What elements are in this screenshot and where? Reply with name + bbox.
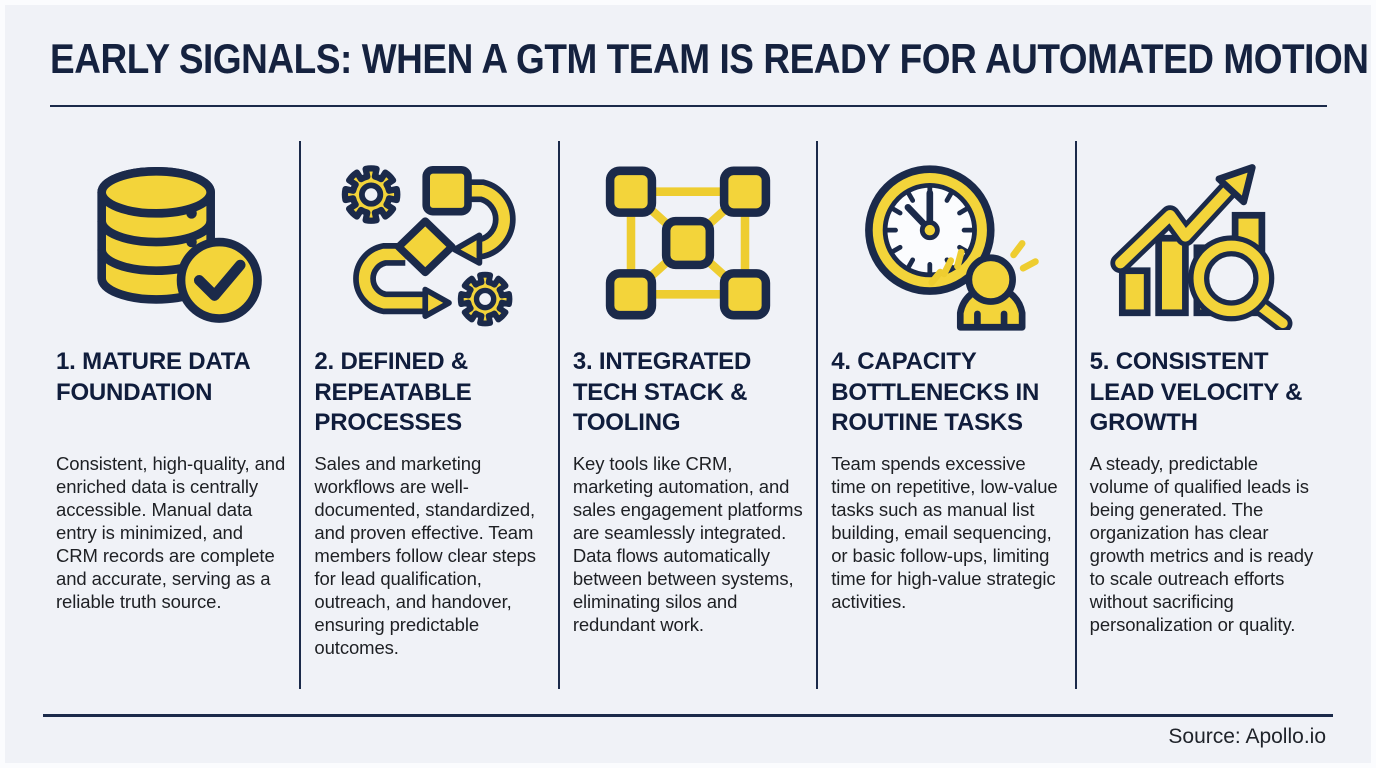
column-divider [1074, 141, 1077, 689]
column-icon-box [573, 149, 803, 337]
column-body: A steady, predictable volume of qualifie… [1089, 453, 1314, 635]
source-text: Source: Apollo.io [1168, 725, 1326, 748]
header: EARLY SIGNALS: WHEN A GTM TEAM IS READY … [5, 5, 1371, 83]
growth-magnifier-icon [1110, 164, 1293, 330]
column-capacity: 4. CAPACITY BOTTLENECKS IN ROUTINE TASKS… [818, 141, 1074, 689]
column-lead-velocity: 5. CONSISTENT LEAD VELOCITY & GROWTH A s… [1077, 141, 1333, 689]
column-body: Consistent, high-quality, and enriched d… [56, 453, 286, 612]
column-divider [299, 141, 302, 689]
column-heading: 1. MATURE DATA FOUNDATION [56, 348, 250, 406]
column-icon-box [831, 149, 1061, 337]
column-heading: 4. CAPACITY BOTTLENECKS IN ROUTINE TASKS [831, 348, 1040, 437]
page-title: EARLY SIGNALS: WHEN A GTM TEAM IS READY … [50, 35, 1369, 82]
column-processes: 2. DEFINED & REPEATABLE PROCESSES Sales … [301, 141, 557, 689]
column-divider [557, 141, 560, 689]
column-body: Key tools like CRM, marketing automation… [572, 453, 803, 635]
process-workflow-icon [335, 154, 516, 332]
column-mature-data: 1. MATURE DATA FOUNDATION Consistent, hi… [43, 141, 299, 689]
column-heading: 5. CONSISTENT LEAD VELOCITY & GROWTH [1089, 348, 1303, 437]
column-heading: 3. INTEGRATED TECH STACK & TOOLING [572, 348, 752, 437]
column-divider [816, 141, 819, 689]
column-body: Team spends excessive time on repetitive… [831, 453, 1058, 612]
database-check-icon [97, 166, 263, 323]
clock-person-icon [865, 165, 1040, 331]
columns-row: 1. MATURE DATA FOUNDATION Consistent, hi… [43, 141, 1333, 689]
column-icon-box [314, 149, 544, 337]
title-divider [50, 105, 1327, 107]
column-body: Sales and marketing workflows are well-d… [314, 453, 536, 658]
footer-divider [43, 714, 1333, 717]
column-tech-stack: 3. INTEGRATED TECH STACK & TOOLING Key t… [560, 141, 816, 689]
column-icon-box [56, 149, 286, 337]
integrated-network-icon [605, 166, 771, 320]
column-icon-box [1090, 149, 1320, 337]
column-heading: 2. DEFINED & REPEATABLE PROCESSES [314, 348, 472, 437]
